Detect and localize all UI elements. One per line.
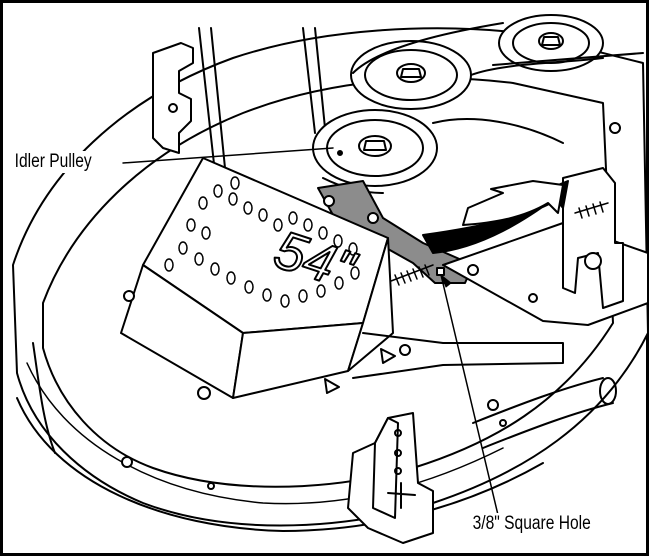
bracket-hole-3 bbox=[394, 467, 402, 475]
cover-tab-arrow bbox=[324, 348, 396, 394]
top-pulley-center bbox=[350, 40, 472, 110]
top-pulley-right bbox=[498, 14, 604, 72]
plate-hole bbox=[528, 293, 538, 303]
square-hole-leader-arrow bbox=[440, 274, 452, 288]
arm-bolt bbox=[367, 212, 379, 224]
idler-pulley-label: Idler Pulley bbox=[13, 151, 94, 173]
left-skid bbox=[32, 342, 56, 454]
guide-rod-left-b bbox=[210, 27, 226, 169]
right-bolt bbox=[584, 252, 602, 270]
guide-rod-right bbox=[302, 27, 316, 134]
rear-tube bbox=[472, 377, 614, 449]
tension-spring bbox=[390, 264, 434, 286]
bracket-hole-1 bbox=[394, 429, 402, 437]
left-bracket bbox=[152, 42, 194, 154]
mower-deck-diagram: 54" bbox=[12, 14, 649, 544]
deck-rim-lower bbox=[16, 397, 544, 532]
motion-arrow-outline bbox=[462, 180, 564, 226]
idler-pulley bbox=[312, 109, 438, 187]
square-hole-mark bbox=[436, 267, 445, 276]
motion-arrow bbox=[422, 180, 569, 254]
hex-bolts bbox=[121, 122, 621, 490]
square-hole-leader bbox=[440, 274, 499, 516]
deck-rim bbox=[26, 362, 504, 505]
deck-rail bbox=[352, 332, 564, 379]
bracket-hole-2 bbox=[394, 449, 402, 457]
drive-belt-top bbox=[352, 22, 644, 76]
cover-perforations bbox=[164, 176, 360, 308]
rear-tube-end bbox=[599, 377, 617, 405]
idler-leader bbox=[122, 147, 334, 164]
square-hole-label: 3/8" Square Hole bbox=[471, 513, 593, 535]
bracket-pin bbox=[387, 482, 416, 509]
bracket-hole bbox=[168, 103, 178, 113]
belt-cover-right bbox=[347, 237, 394, 372]
guide-rod-left bbox=[198, 27, 216, 174]
right-spring bbox=[574, 201, 609, 219]
guide-rod-right-b bbox=[314, 27, 326, 129]
